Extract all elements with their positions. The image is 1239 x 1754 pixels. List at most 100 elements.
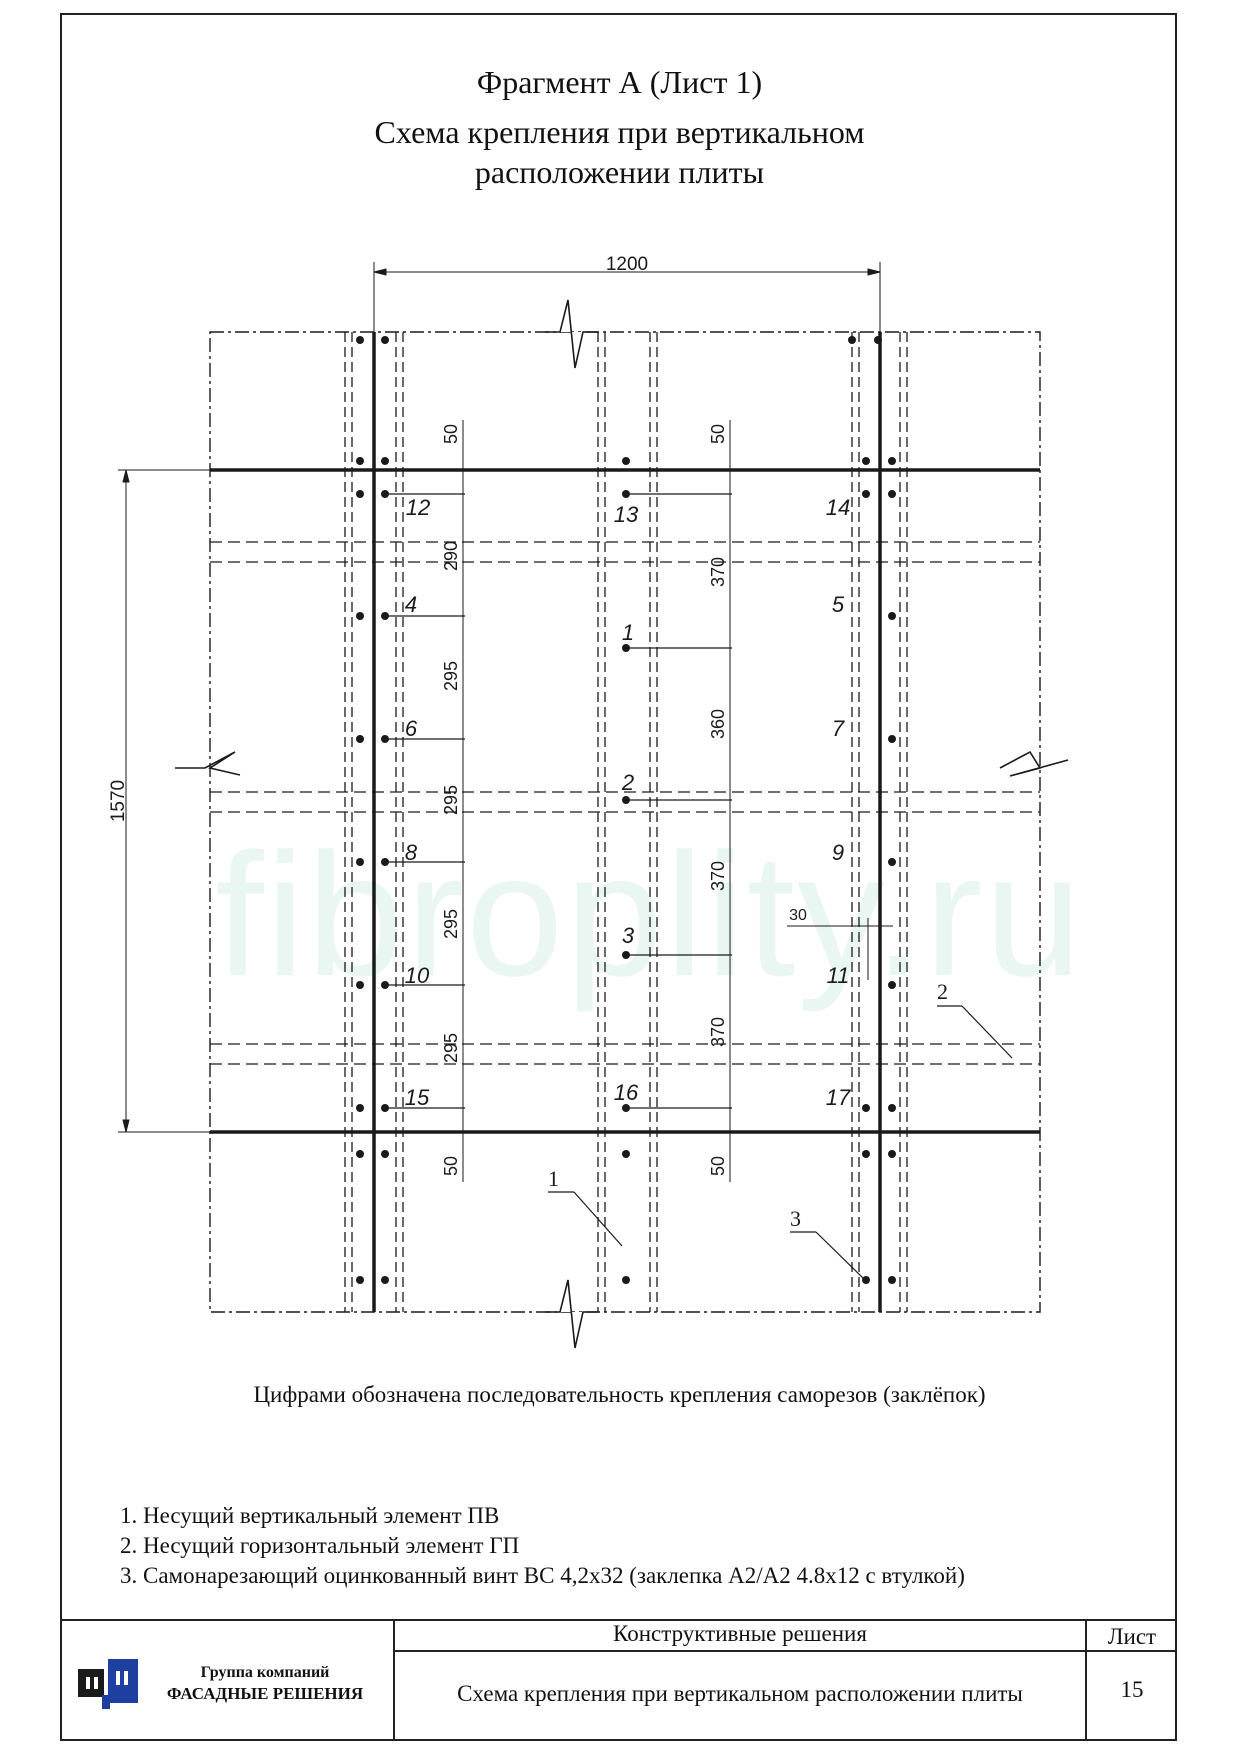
fastener-dot [381, 1276, 389, 1284]
dim-segment-label: 370 [708, 557, 728, 587]
fastener-dot [622, 796, 630, 804]
title-block-divider-sheet [1085, 1619, 1087, 1741]
fastener-dot [381, 457, 389, 465]
fastener-leaders [385, 493, 732, 1109]
fastening-order-note: Цифрами обозначена последовательность кр… [253, 1382, 986, 1407]
fastener-dot [622, 951, 630, 959]
dim-segment-label: 360 [708, 709, 728, 739]
drawing-title: Фрагмент А (Лист 1) [476, 64, 763, 100]
dim-segment-label: 50 [708, 1156, 728, 1176]
fastener-dot [862, 1276, 870, 1284]
outer-boundary-line [209, 331, 1041, 1313]
callout-label-3: 3 [790, 1206, 801, 1231]
dim-arrow-bottom [122, 1119, 130, 1133]
dim-segment-label: 295 [441, 909, 461, 939]
dim-segment-label: 370 [708, 1017, 728, 1047]
fastener-dot [356, 490, 364, 498]
fastener-dot [356, 858, 364, 866]
dim-segment-label: 50 [708, 424, 728, 444]
dim-arrow-right [867, 268, 881, 276]
company-name-line2: ФАСАДНЫЕ РЕШЕНИЯ [166, 1684, 364, 1703]
fastener-dot [888, 457, 896, 465]
fastener-dot [862, 457, 870, 465]
fastener-dot [862, 1150, 870, 1158]
dim-arrow-left [373, 268, 387, 276]
horizontal-profile-upper [210, 541, 1040, 563]
fastener-dot [622, 457, 630, 465]
fastener-dot [888, 1150, 896, 1158]
title-block [60, 1619, 1177, 1743]
fastener-dot [862, 1104, 870, 1112]
fastener-sequence-number: 10 [405, 963, 430, 988]
fastener-sequence-number: 4 [405, 592, 417, 617]
callout-3-leader [815, 1231, 866, 1281]
dim-segment-label: 295 [441, 661, 461, 691]
fastener-sequence-number: 6 [405, 716, 418, 741]
vertical-profile-middle [597, 332, 658, 1312]
callout-1-leader [573, 1191, 623, 1247]
dim-segment-label: 50 [441, 424, 461, 444]
legend-item-3: 3. Самонарезающий оцинкованный винт ВС 4… [120, 1563, 965, 1588]
dim-segment-label: 295 [441, 1033, 461, 1063]
title-block-sheet-label: Лист [1107, 1624, 1157, 1649]
fastener-sequence-number: 1 [622, 620, 634, 645]
fastener-dot [888, 612, 896, 620]
title-block-divider-row [393, 1650, 1177, 1652]
dim-label-width: 1200 [606, 254, 648, 275]
fastener-sequence-number: 12 [406, 495, 430, 520]
fastener-dot [356, 1276, 364, 1284]
drawing-sheet-frame [60, 13, 1177, 1741]
fastener-dot [381, 612, 389, 620]
company-logo-icon [78, 1659, 138, 1709]
fastener-sequence-number: 5 [832, 592, 845, 617]
title-block-sheet-number: 15 [1120, 1677, 1144, 1702]
fastener-dot [356, 336, 364, 344]
fastener-dot [381, 735, 389, 743]
fastener-sequence-number: 3 [622, 923, 635, 948]
fastener-dot [862, 490, 870, 498]
break-symbol-bottom [545, 1279, 598, 1349]
fastener-dot [356, 457, 364, 465]
fastener-dot [381, 1150, 389, 1158]
fastener-sequence-number: 7 [832, 716, 845, 741]
fastener-sequence-number: 2 [621, 770, 634, 795]
drawing-subtitle-line1: Схема крепления при вертикальном [374, 114, 865, 150]
dim-segment-label: 50 [441, 1156, 461, 1176]
fastener-dot [848, 336, 856, 344]
fastener-sequence-number: 14 [826, 495, 850, 520]
fastener-dot [356, 735, 364, 743]
drawing-subtitle-line2: расположении плиты [474, 154, 765, 190]
fastener-dot [622, 1150, 630, 1158]
fastener-dot [381, 1104, 389, 1112]
fastener-points [356, 336, 896, 1284]
fastener-dot [356, 612, 364, 620]
fastener-dot [356, 981, 364, 989]
legend-item-2: 2. Несущий горизонтальный элемент ГП [120, 1533, 520, 1558]
horizontal-profile-middle [210, 791, 1040, 813]
watermark-text: fibroplity.ru [215, 818, 1084, 1013]
dim-segment-label: 295 [441, 785, 461, 815]
fastener-dot [888, 981, 896, 989]
legend-item-1: 1. Несущий вертикальный элемент ПВ [120, 1503, 500, 1528]
dim-label-height: 1570 [108, 780, 129, 822]
break-symbol-top [545, 299, 598, 369]
fastener-dot [874, 336, 882, 344]
company-name-line1: Группа компаний [200, 1664, 330, 1681]
fastener-sequence-number: 9 [832, 840, 844, 865]
callout-2-leader [961, 1005, 1013, 1059]
fastener-dot [622, 1104, 630, 1112]
fastener-dot [381, 336, 389, 344]
fastener-sequence-number: 15 [405, 1085, 430, 1110]
vertical-profile-right [851, 332, 908, 1312]
fastener-dot [622, 1276, 630, 1284]
title-block-section: Конструктивные решения [613, 1621, 867, 1646]
fastener-dot [381, 981, 389, 989]
fastener-dot [381, 490, 389, 498]
dim-segment-label: 290 [441, 541, 461, 571]
title-block-drawing-name: Схема крепления при вертикальном располо… [457, 1681, 1023, 1706]
fastener-dot [888, 858, 896, 866]
callout-label-1: 1 [548, 1166, 559, 1191]
